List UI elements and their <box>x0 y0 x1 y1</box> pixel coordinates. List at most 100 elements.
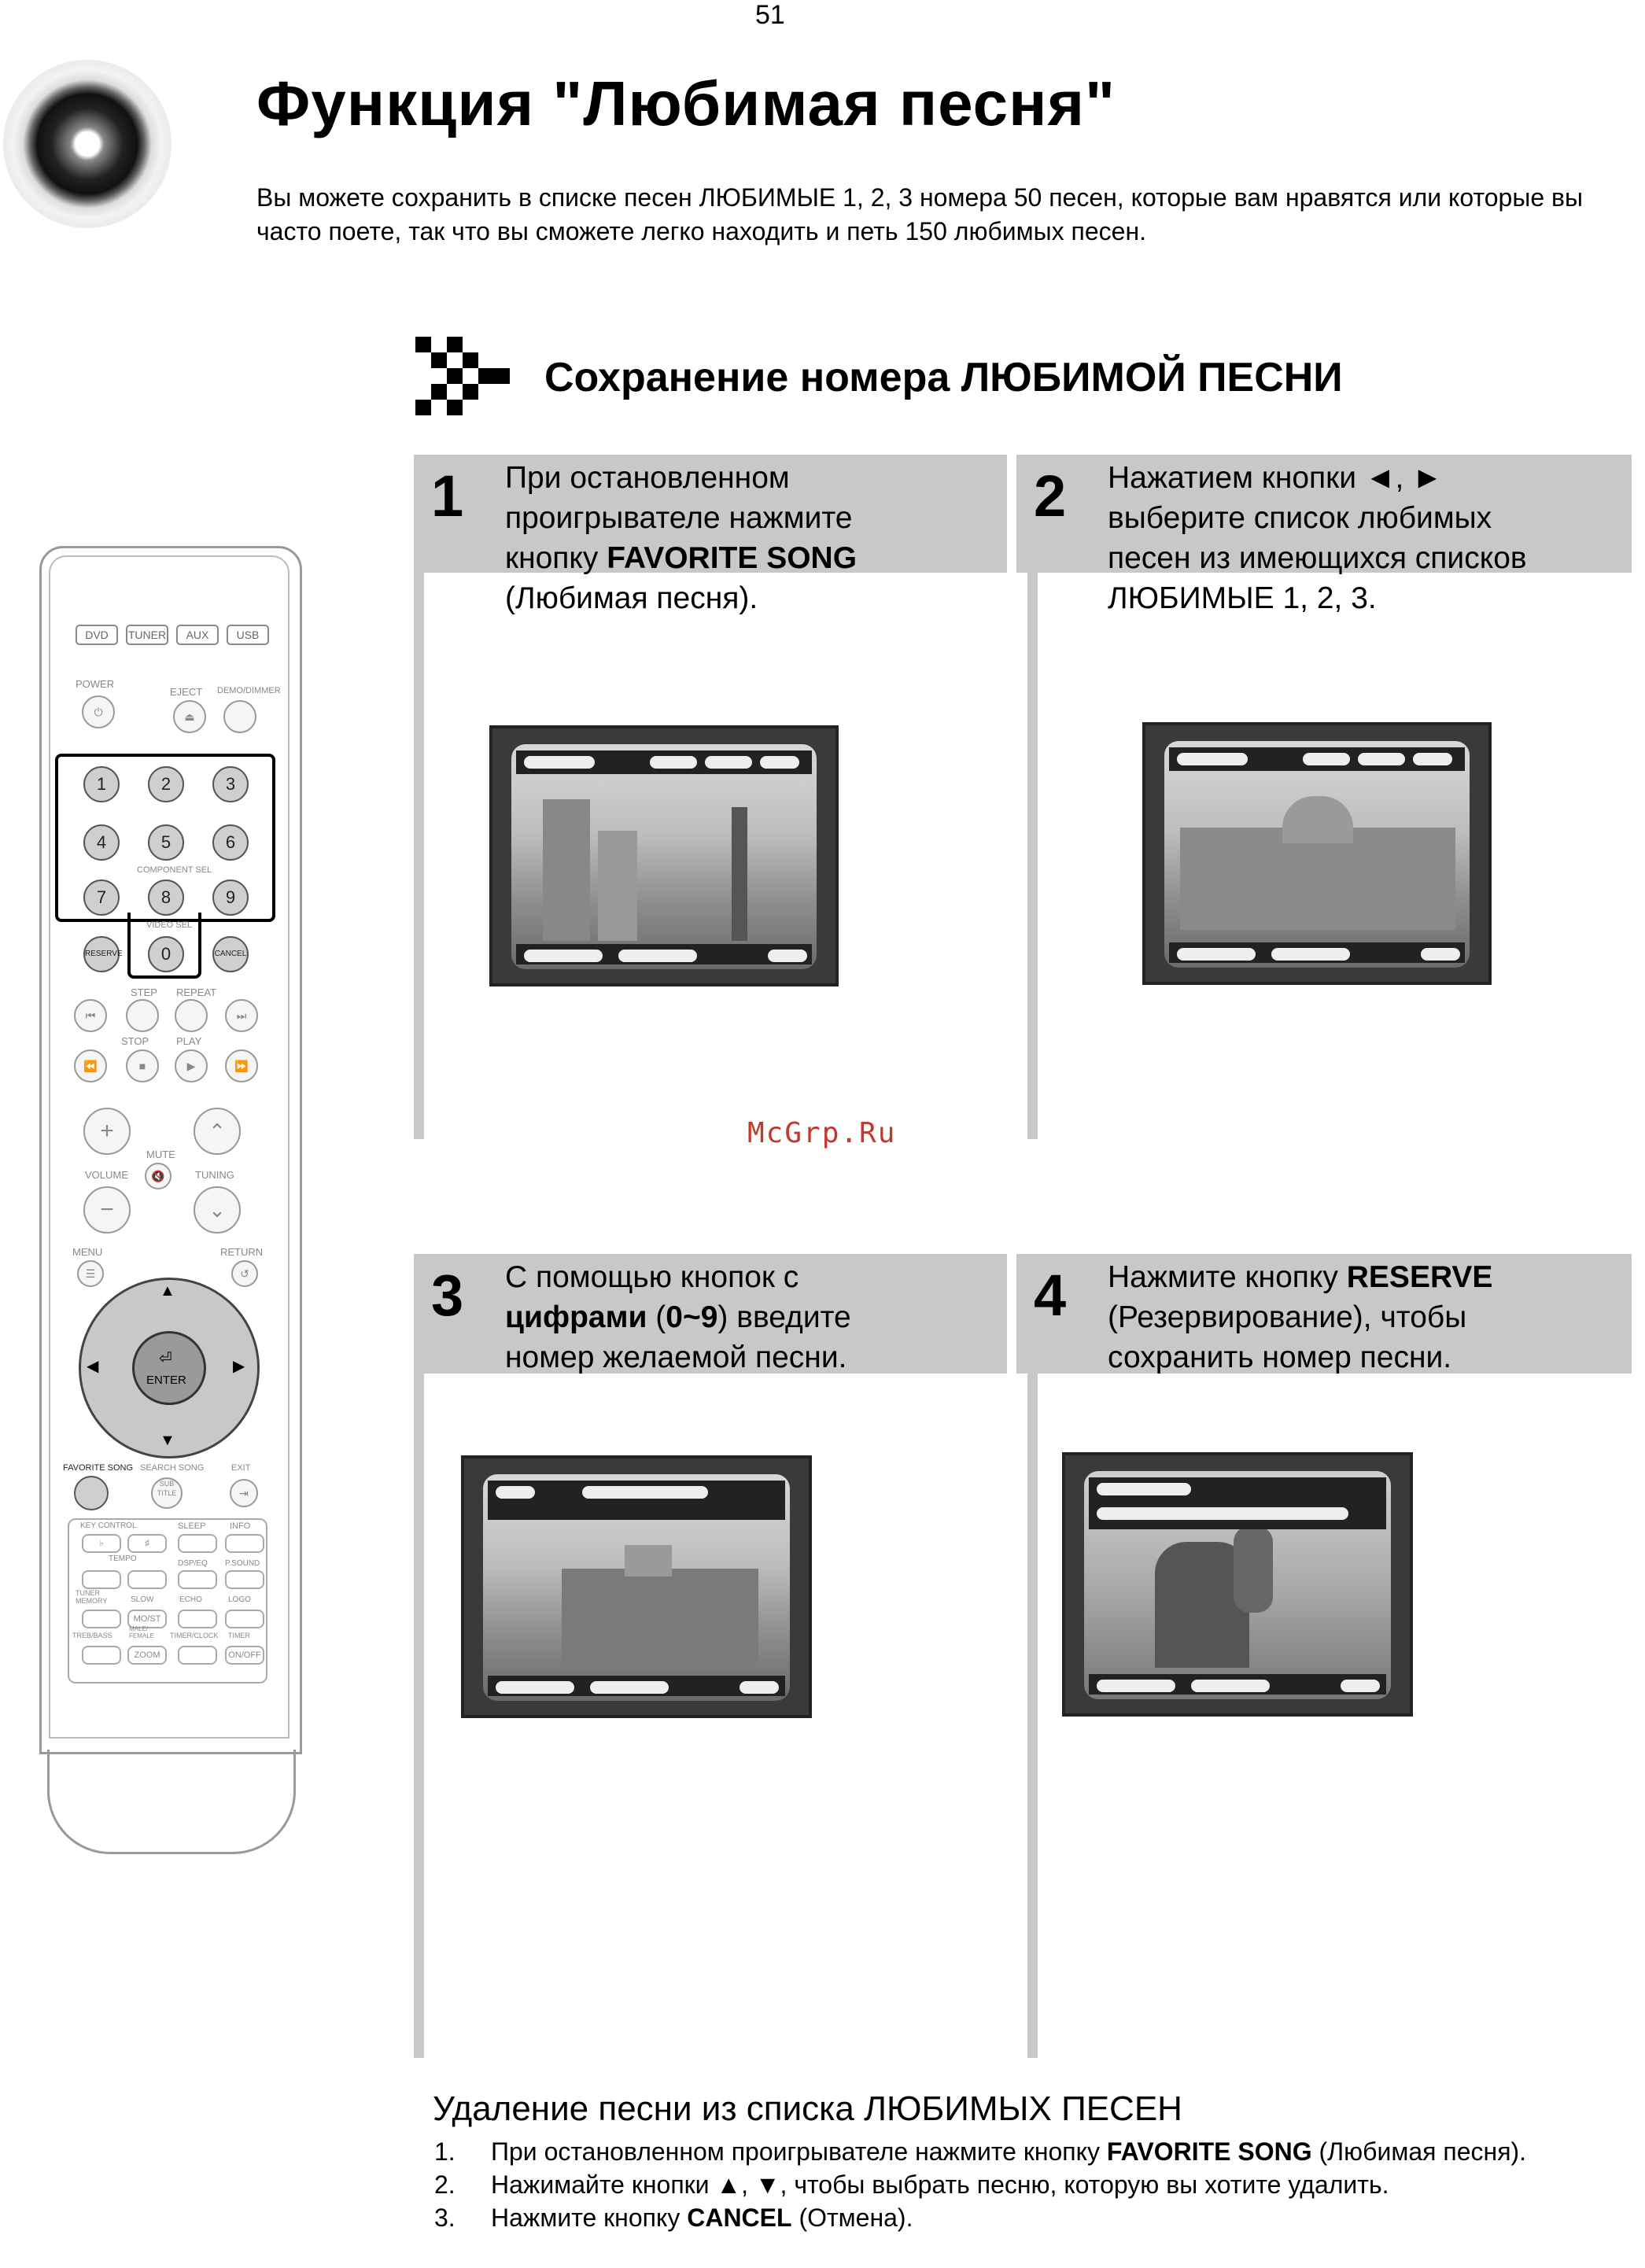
logo-label: LOGO <box>228 1595 251 1604</box>
play-pause-icon: ▶ <box>175 1049 208 1082</box>
repeat-label: REPEAT <box>176 986 217 998</box>
return-icon: ↺ <box>231 1260 258 1287</box>
cancel-button: CANCEL <box>212 936 249 972</box>
step-2-text: Нажатием кнопки ◄, ► выберите список люб… <box>1108 461 1527 615</box>
step-2-screenshot <box>1142 722 1492 985</box>
echo-button <box>178 1610 217 1628</box>
key-up-button: ♯ <box>127 1534 167 1553</box>
step-3-bar <box>414 1374 424 2058</box>
volume-down-icon: − <box>83 1186 131 1234</box>
dsp-eq-button <box>178 1570 217 1589</box>
favorite-song-button <box>74 1476 109 1510</box>
volume-up-icon: + <box>83 1108 131 1155</box>
search-song-label: SEARCH SONG <box>140 1463 205 1473</box>
page-title: Функция "Любимая песня" <box>256 68 1116 138</box>
volume-label: VOLUME <box>85 1169 128 1181</box>
treb-bass-label: TREB/BASS <box>72 1632 112 1639</box>
source-dvd: DVD <box>76 625 118 645</box>
tuner-memory-button <box>82 1610 121 1628</box>
digit-8: 8 <box>148 880 184 916</box>
step-3-header: 3 С помощью кнопок с цифрами (0~9) введи… <box>414 1254 1007 1374</box>
source-aux: AUX <box>176 625 219 645</box>
mute-icon: 🔇 <box>145 1163 172 1189</box>
intro-paragraph: Вы можете сохранить в списке песен ЛЮБИМ… <box>256 183 1584 245</box>
video-sel-label: VIDEO SEL <box>146 920 193 930</box>
power-label: POWER <box>76 678 115 690</box>
tempo-up-button <box>127 1570 167 1589</box>
zoom-button: ZOOM <box>127 1646 167 1665</box>
dsp-eq-label: DSP/EQ <box>178 1559 208 1568</box>
skip-forward-icon: ⏭ <box>225 999 258 1032</box>
info-button <box>225 1534 264 1553</box>
demo-dimmer-button <box>223 700 256 733</box>
remote-control: DVD TUNER AUX USB POWER ⏻ EJECT ⏏ DEMO/D… <box>39 546 302 1854</box>
step-number: 2 <box>1034 463 1067 529</box>
mute-label: MUTE <box>146 1149 175 1160</box>
timer-label: TIMER <box>228 1632 250 1639</box>
delete-steps-list: 1.При остановленном проигрывателе нажмит… <box>434 2135 1614 2234</box>
digit-7: 7 <box>83 880 120 916</box>
step-1-bar <box>414 573 424 1139</box>
psound-button <box>225 1570 264 1589</box>
tuning-down-icon: ⌄ <box>194 1186 241 1234</box>
power-icon: ⏻ <box>82 695 115 728</box>
watermark: McGrp.Ru <box>747 1117 897 1149</box>
down-arrow-icon: ▼ <box>160 1432 175 1449</box>
sleep-label: SLEEP <box>178 1521 206 1531</box>
menu-icon: ☰ <box>77 1260 104 1287</box>
bottom-button-panel <box>68 1518 267 1683</box>
step-1-text: При остановленном проигрывателе нажмите … <box>505 461 858 615</box>
return-label: RETURN <box>220 1246 264 1258</box>
list-item: 1.При остановленном проигрывателе нажмит… <box>434 2137 1527 2166</box>
tuner-memory-label: TUNER MEMORY <box>76 1589 108 1605</box>
page-number: 51 <box>755 0 785 30</box>
left-arrow-icon: ◀ <box>87 1358 99 1375</box>
speaker-icon <box>3 60 172 228</box>
tempo-label: TEMPO <box>109 1554 137 1563</box>
favorite-song-label: FAVORITE SONG <box>63 1463 134 1473</box>
tuning-label: TUNING <box>195 1169 234 1181</box>
list-item: 2.Нажимайте кнопки ▲, ▼, чтобы выбрать п… <box>434 2170 1389 2199</box>
skip-back-icon: ⏮ <box>74 999 107 1032</box>
exit-label: EXIT <box>231 1463 251 1473</box>
demo-label: DEMO/DIMMER <box>217 686 281 695</box>
timer-clock-button <box>178 1646 217 1665</box>
mo-st-button: MO/ST <box>127 1610 167 1628</box>
timer-on-off-button: ON/OFF <box>225 1646 264 1665</box>
repeat-button <box>175 999 208 1032</box>
tempo-down-button <box>82 1570 121 1589</box>
enter-label: ENTER <box>146 1374 186 1387</box>
info-label: INFO <box>230 1521 251 1531</box>
echo-label: ECHO <box>179 1595 202 1604</box>
right-arrow-icon: ▶ <box>233 1358 245 1375</box>
step-4-header: 4 Нажмите кнопку RESERVE (Резервирование… <box>1016 1254 1632 1374</box>
eject-icon: ⏏ <box>173 700 206 733</box>
step-2-bar <box>1027 573 1038 1139</box>
delete-section-title: Удаление песни из списка ЛЮБИМЫХ ПЕСЕН <box>433 2089 1182 2128</box>
subtitle-button: SUB TITLE <box>151 1477 183 1509</box>
step-4-bar <box>1027 1374 1038 2058</box>
section-title: Сохранение номера ЛЮБИМОЙ ПЕСНИ <box>544 355 1343 400</box>
component-sel-label: COMPONENT SEL <box>137 865 212 875</box>
tuning-up-icon: ⌃ <box>194 1108 241 1155</box>
timer-clock-label: TIMER/CLOCK <box>170 1632 219 1639</box>
fast-forward-icon: ⏩ <box>225 1049 258 1082</box>
step-1-screenshot <box>489 725 839 986</box>
stop-icon: ■ <box>126 1049 159 1082</box>
rewind-icon: ⏪ <box>74 1049 107 1082</box>
slow-label: SLOW <box>131 1595 154 1604</box>
list-item: 3.Нажмите кнопку CANCEL (Отмена). <box>434 2203 913 2232</box>
step-number: 4 <box>1034 1263 1067 1328</box>
sleep-button <box>178 1534 217 1553</box>
step-4-screenshot <box>1062 1452 1413 1717</box>
digit-2: 2 <box>148 766 184 802</box>
psound-label: P.SOUND <box>225 1559 260 1568</box>
source-tuner: TUNER <box>126 625 168 645</box>
digit-5: 5 <box>148 824 184 861</box>
stop-label: STOP <box>121 1035 149 1047</box>
step-3-text: С помощью кнопок с цифрами (0~9) введите… <box>505 1260 851 1374</box>
reserve-button: RESERVE <box>83 936 123 972</box>
play-label: PLAY <box>176 1035 202 1047</box>
step-4-text: Нажмите кнопку RESERVE (Резервирование),… <box>1108 1260 1493 1374</box>
digit-3: 3 <box>212 766 249 802</box>
